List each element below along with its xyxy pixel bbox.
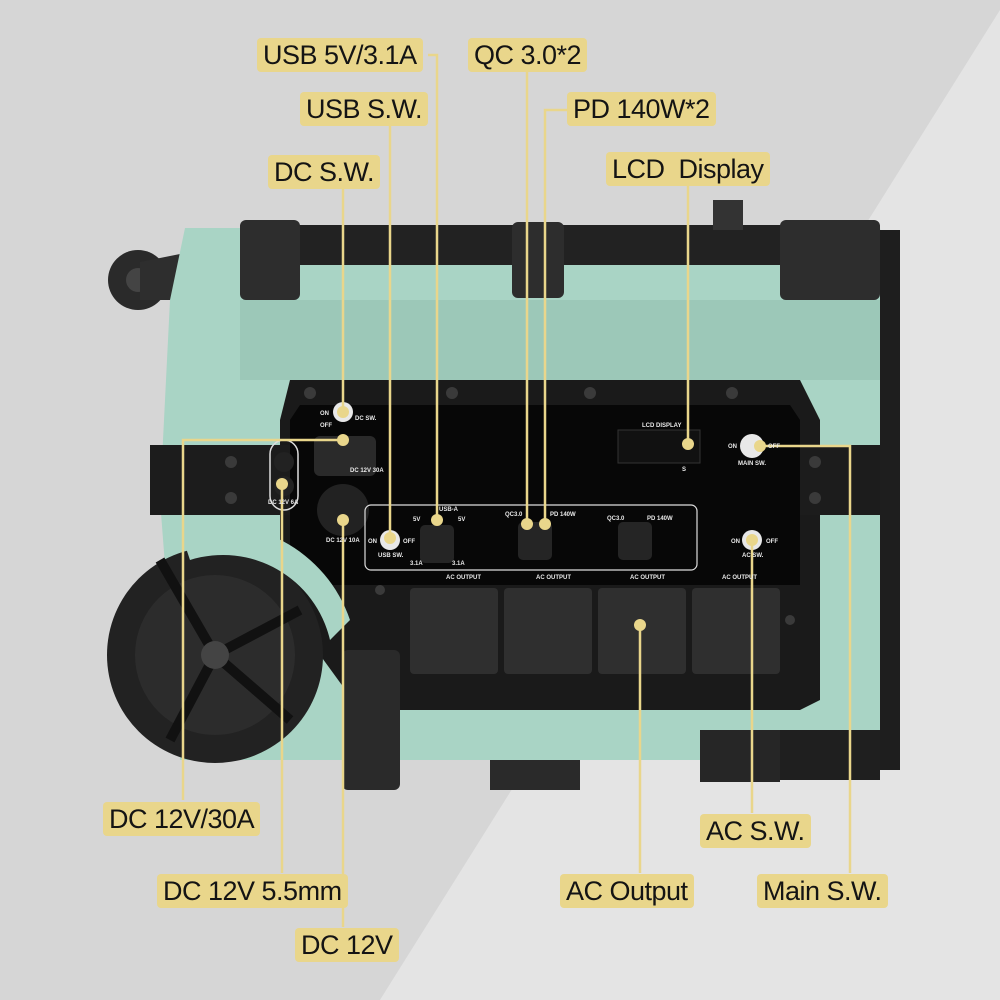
usb-5v-right: 5V (458, 517, 465, 523)
power-station (107, 200, 900, 790)
dc-30a-text: DC 12V 30A (350, 468, 384, 474)
usb-sw-off-text: OFF (403, 539, 415, 545)
ac-sw-on-text: ON (731, 539, 740, 545)
usb-31a-left: 3.1A (410, 561, 423, 567)
callout-usb-5v: USB 5V/3.1A (257, 38, 423, 72)
callout-dc-30a: DC 12V/30A (103, 802, 261, 836)
ac-sw-text: AC SW. (742, 553, 764, 559)
usb-a-text: USB-A (439, 507, 459, 513)
main-sw-text: MAIN SW. (738, 461, 766, 467)
qc-text-2: QC3.0 (607, 516, 625, 522)
lcd-text: LCD DISPLAY (642, 423, 681, 429)
leader-lines (181, 53, 852, 927)
dc-6a-text: DC 12V 6A (268, 500, 299, 506)
ac-sw-off-text: OFF (766, 539, 778, 545)
dc-sw-off-text: OFF (320, 423, 332, 429)
dc-10a-text: DC 12V 10A (326, 538, 360, 544)
pd-text-2: PD 140W (647, 516, 673, 522)
qc-text-1: QC3.0 (505, 512, 523, 518)
callout-main-sw: Main S.W. (757, 874, 888, 908)
main-sw-off-text: OFF (768, 444, 780, 450)
callout-pd: PD 140W*2 (567, 92, 716, 126)
usb-sw-on-text: ON (368, 539, 377, 545)
ac-output-text-4: AC OUTPUT (722, 575, 757, 581)
callout-dots (276, 406, 766, 631)
dc-sw-on-text: ON (320, 411, 329, 417)
ac-output-text-2: AC OUTPUT (536, 575, 571, 581)
pd-text-1: PD 140W (550, 512, 576, 518)
lcd-set-text: S (682, 467, 686, 473)
dc-sw-text: DC SW. (355, 416, 377, 422)
callout-dc-12v: DC 12V (295, 928, 399, 962)
callout-usb-sw: USB S.W. (300, 92, 429, 126)
callout-qc: QC 3.0*2 (468, 38, 588, 72)
callout-lcd: LCD Display (606, 152, 770, 186)
ac-output-text-1: AC OUTPUT (446, 575, 481, 581)
usb-sw-text: USB SW. (378, 553, 404, 559)
ac-output-text-3: AC OUTPUT (630, 575, 665, 581)
panel-text: ON OFF DC SW. DC 12V 30A DC 12V 6A DC 12… (268, 411, 780, 581)
usb-5v-left: 5V (413, 517, 420, 523)
callout-ac-output: AC Output (560, 874, 694, 908)
callout-dc-sw: DC S.W. (268, 155, 381, 189)
callout-ac-sw: AC S.W. (700, 814, 811, 848)
callout-dc-55: DC 12V 5.5mm (157, 874, 348, 908)
usb-31a-right: 3.1A (452, 561, 465, 567)
main-sw-on-text: ON (728, 444, 737, 450)
